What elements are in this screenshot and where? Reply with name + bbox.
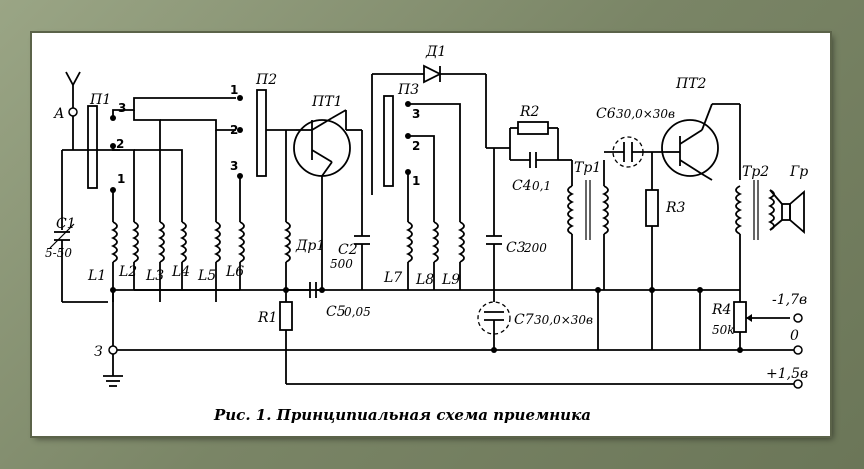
c7-value: 30,0×30в (534, 313, 593, 327)
dr1-label: Др1 (295, 238, 325, 254)
p3-switch (383, 95, 394, 187)
r4-label: R4 (711, 302, 731, 318)
terminal-plus-label: +1,5в (766, 366, 808, 382)
svg-text:1: 1 (230, 83, 238, 97)
c3-value: 200 (523, 241, 547, 255)
svg-text:L5: L5 (197, 268, 216, 284)
c1-label: C1 (56, 216, 76, 232)
p2-label: П2 (255, 72, 277, 88)
c7-label: C7 (514, 312, 534, 328)
svg-text:L1: L1 (87, 268, 106, 284)
c6-value: 30,0×30в (616, 107, 675, 121)
svg-text:L4: L4 (171, 264, 190, 280)
svg-text:3: 3 (118, 101, 126, 115)
antenna-symbol (65, 71, 81, 117)
svg-text:2: 2 (230, 123, 238, 137)
svg-text:2: 2 (412, 139, 420, 153)
svg-text:1: 1 (117, 172, 125, 186)
c3-label: C3 (506, 240, 526, 256)
svg-text:1: 1 (412, 174, 420, 188)
tr2-transformer (735, 180, 775, 290)
c5-label: C5 (326, 304, 346, 320)
svg-text:3: 3 (412, 107, 420, 121)
c4-value: 0,1 (532, 179, 551, 193)
p3-label: П3 (397, 82, 419, 98)
c1-value: 5-50 (45, 246, 72, 260)
d1-diode (423, 64, 443, 84)
svg-text:L7: L7 (383, 270, 402, 286)
c4-label: C4 (512, 178, 532, 194)
p1-switch (87, 105, 98, 189)
r2-resistor (517, 121, 549, 135)
c2-value: 500 (330, 257, 353, 271)
svg-text:L9: L9 (441, 272, 460, 288)
p1-label: П1 (89, 92, 111, 108)
tr1-transformer (567, 160, 609, 290)
svg-text:L6: L6 (225, 264, 244, 280)
r3-resistor (645, 189, 659, 227)
p2-switch (256, 89, 267, 177)
svg-text:L2: L2 (118, 264, 137, 280)
pt1-label: ПТ1 (311, 94, 342, 110)
antenna-label: А (53, 106, 65, 122)
svg-text:3: 3 (230, 159, 238, 173)
r3-label: R3 (665, 200, 686, 216)
ground-symbol (103, 354, 123, 387)
pt2-transistor (661, 103, 719, 181)
schematic-sheet (32, 33, 830, 436)
c5-value: 0,05 (344, 305, 371, 319)
pt1-transistor (293, 109, 351, 177)
d1-label: Д1 (425, 44, 446, 60)
r1-label: R1 (257, 310, 277, 326)
r4-resistor (733, 301, 747, 333)
speaker (769, 189, 805, 234)
terminal-zero-label: 0 (790, 328, 799, 344)
svg-text:2: 2 (116, 137, 124, 151)
c6-label: C6 (596, 106, 616, 122)
r1-resistor (279, 301, 293, 331)
svg-text:L3: L3 (145, 268, 164, 284)
r2-label: R2 (519, 104, 540, 120)
terminal-minus-label: -1,7в (772, 292, 807, 308)
ground-terminal-label: З (94, 344, 103, 360)
svg-text:L8: L8 (415, 272, 434, 288)
figure-caption: Рис. 1. Принципиальная схема приемника (213, 406, 591, 424)
tr2-label: Тр2 (742, 164, 769, 180)
pt2-label: ПТ2 (675, 76, 707, 92)
tr1-label: Тр1 (574, 160, 601, 176)
speaker-label: Гр (789, 164, 808, 180)
r4-value: 50k (712, 323, 735, 337)
c2-label: C2 (338, 242, 358, 258)
